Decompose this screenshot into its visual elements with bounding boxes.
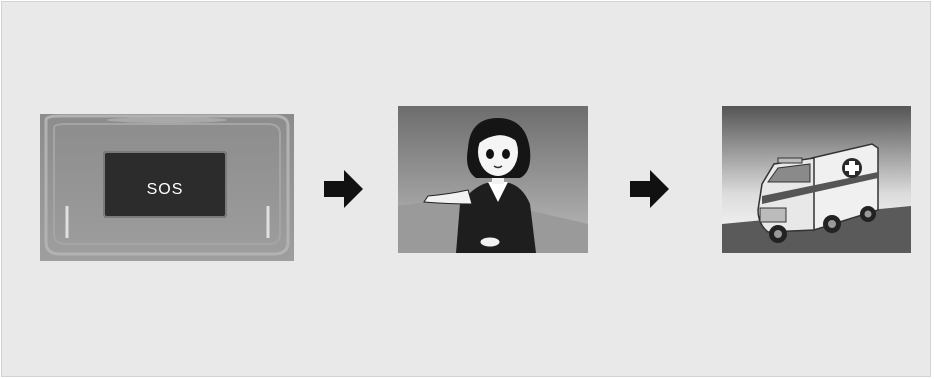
ambulance-panel: [722, 106, 911, 253]
ambulance-illustration-icon: [722, 106, 911, 253]
sos-button-label: SOS: [103, 181, 227, 199]
sos-button[interactable]: SOS: [103, 151, 227, 218]
operator-panel: [398, 106, 588, 253]
arrow-right-icon: [630, 169, 670, 209]
operator-illustration-icon: [398, 106, 588, 253]
sos-console-panel: SOS: [40, 114, 294, 261]
arrow-right-icon: [324, 169, 364, 209]
